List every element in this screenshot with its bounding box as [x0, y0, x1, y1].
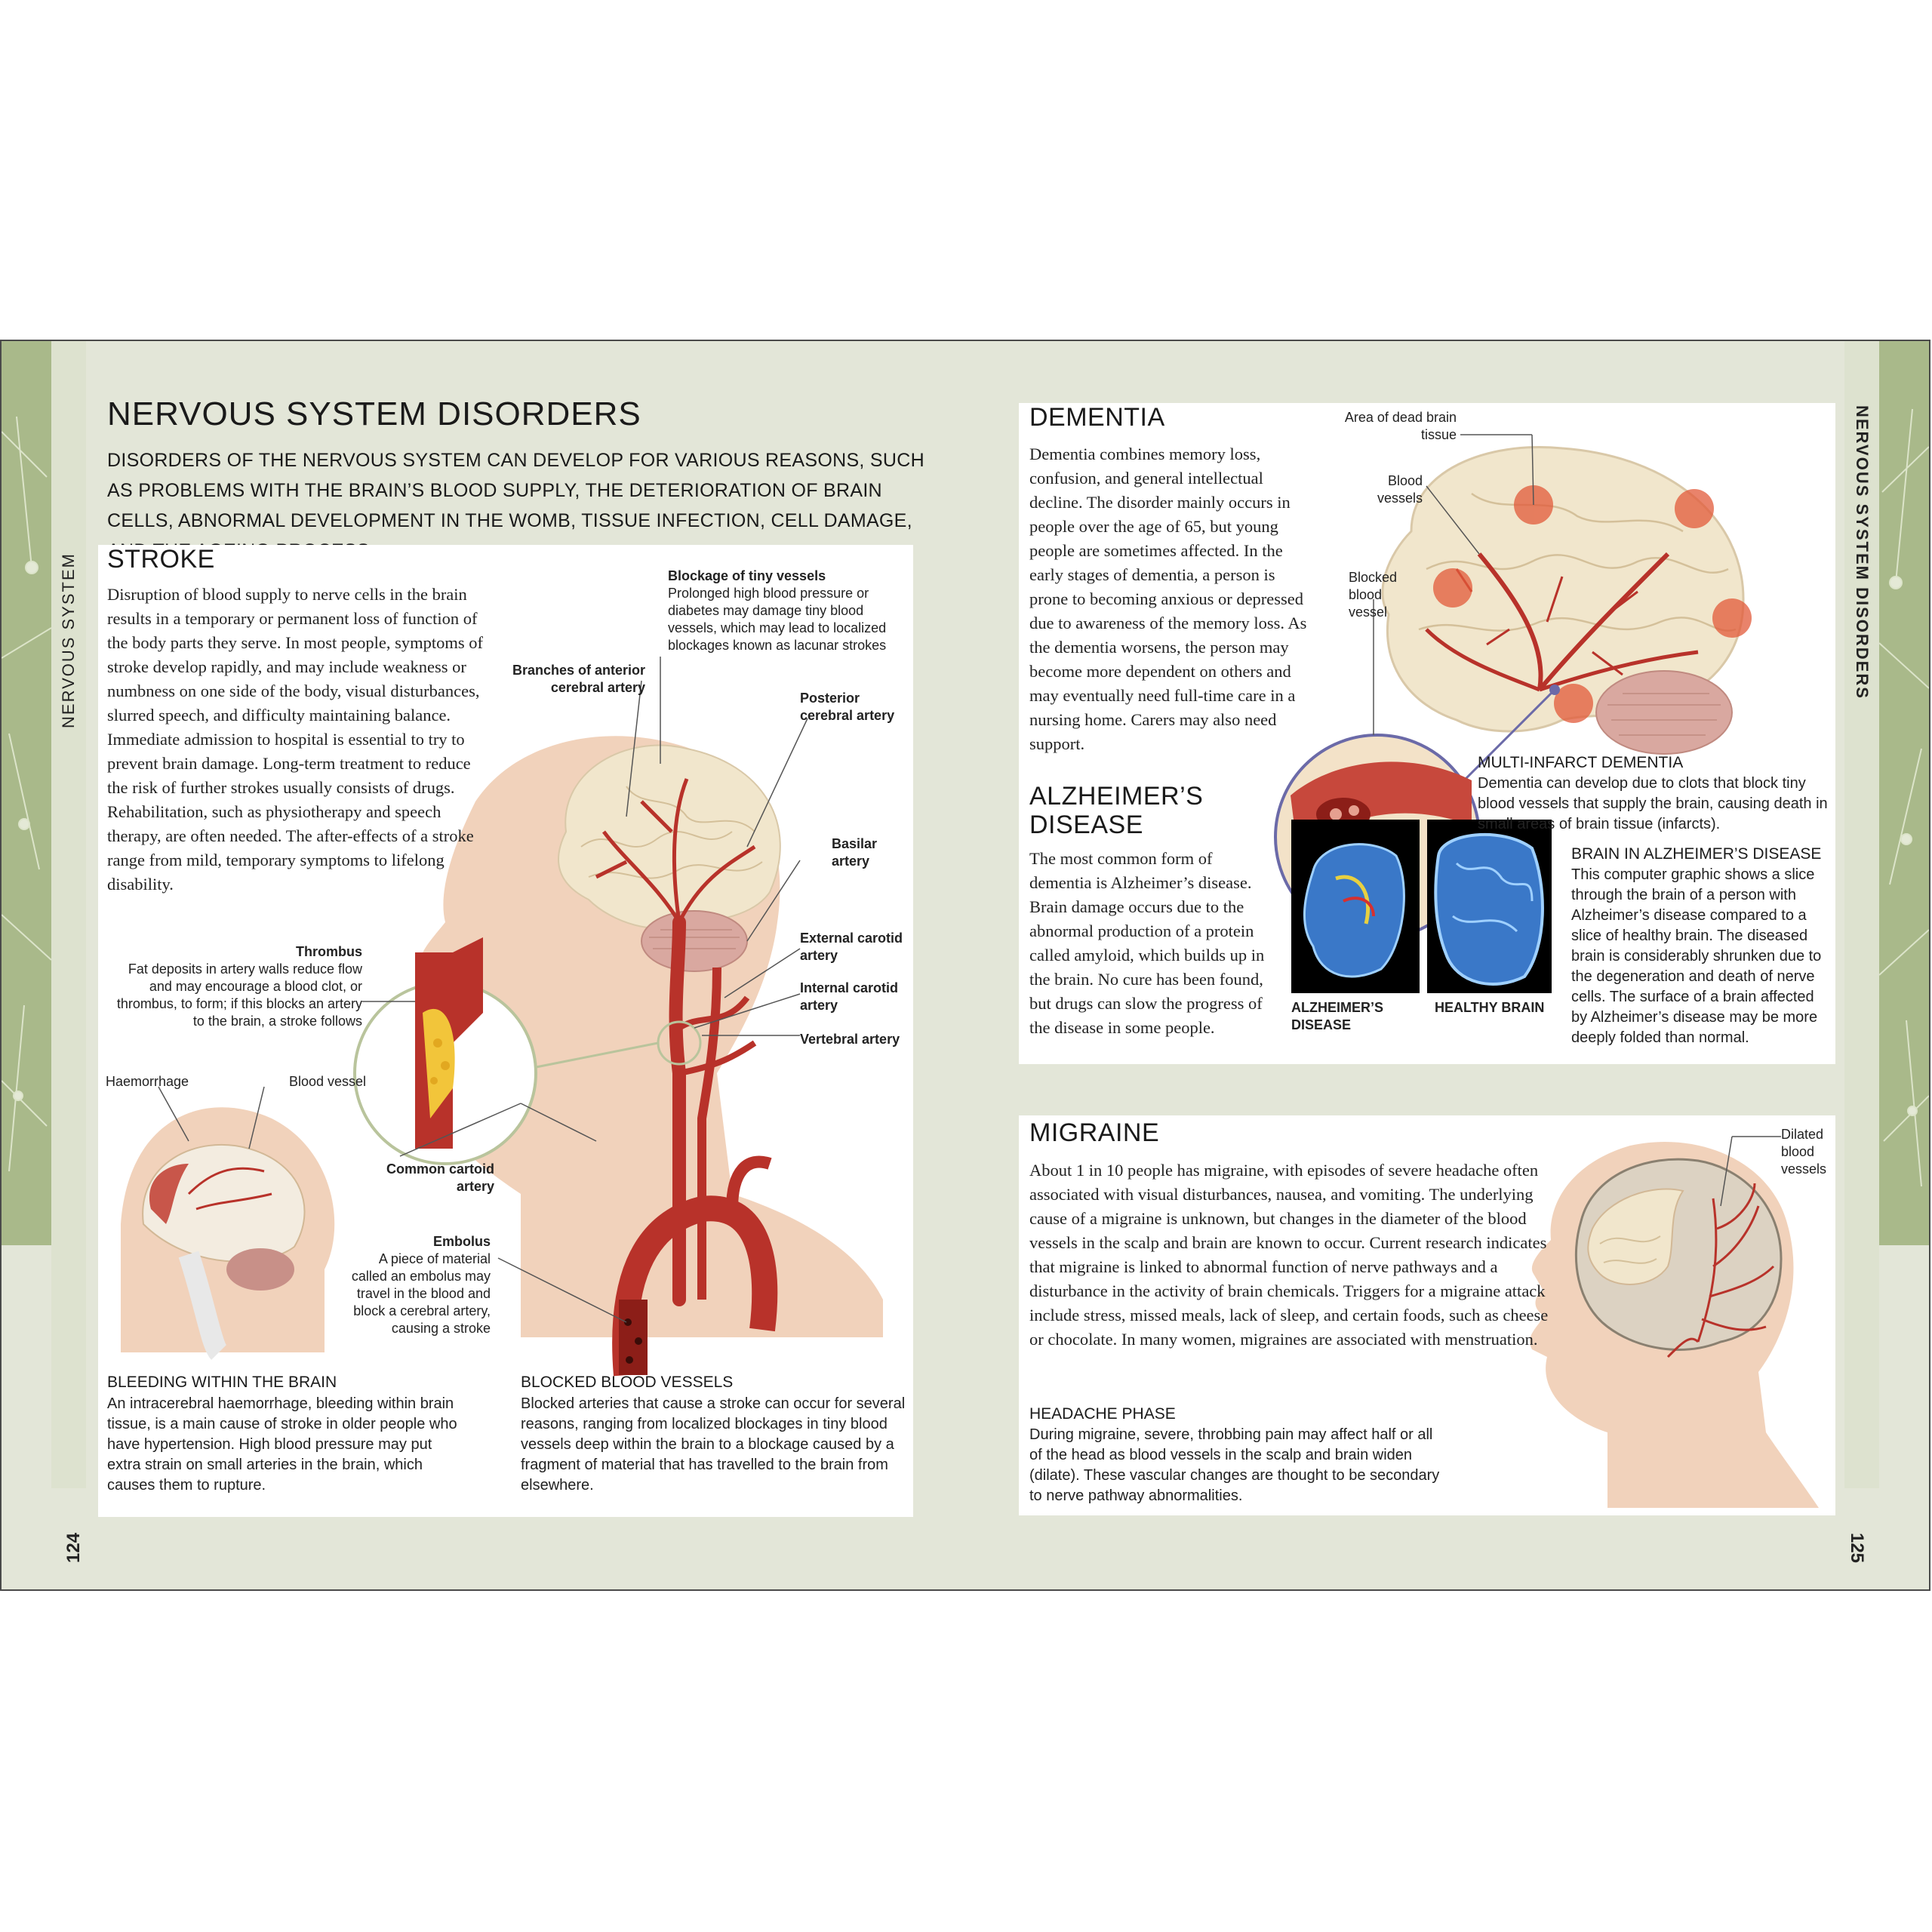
- page-number-right: 125: [1846, 1532, 1867, 1564]
- label-vertebral-artery: Vertebral artery: [800, 1032, 900, 1047]
- headache-phase-caption-text: During migraine, severe, throbbing pain …: [1029, 1426, 1440, 1504]
- label-blockage-tiny-vessels: Blockage of tiny vessels Prolonged high …: [668, 568, 909, 654]
- label-area-of-dead-brain-tissue: Area of dead brain tissue: [1344, 410, 1457, 442]
- label-external-carotid-artery: External carotid artery: [800, 931, 903, 963]
- running-head-text: NERVOUS SYSTEM: [59, 552, 78, 728]
- label-text: Fat deposits in artery walls reduce flow…: [116, 961, 362, 1029]
- label-blood-vessels: Blood vessels: [1377, 473, 1423, 506]
- label-dilated-blood-vessels: Dilated blood vessels: [1781, 1127, 1827, 1177]
- label-title: Blockage of tiny vessels: [668, 568, 826, 583]
- label-blocked-blood-vessel: Blocked blood vessel: [1349, 570, 1398, 620]
- migraine-body-text: About 1 in 10 people has migraine, with …: [1029, 1161, 1549, 1349]
- left-running-head: NERVOUS SYSTEM 124: [51, 341, 86, 1563]
- migraine-illustration: [1530, 1136, 1819, 1508]
- alzheimers-heading: ALZHEIMER’S DISEASE: [1029, 782, 1204, 839]
- page-title: NERVOUS SYSTEM DISORDERS: [107, 395, 641, 432]
- bleeding-caption-text: An intracerebral haemorrhage, bleeding w…: [107, 1395, 457, 1494]
- right-running-head: NERVOUS SYSTEM DISORDERS 125: [1844, 341, 1879, 1563]
- blocked-caption-title: BLOCKED BLOOD VESSELS: [521, 1374, 734, 1391]
- migraine-panel: MIGRAINE About 1 in 10 people has migrai…: [1019, 1115, 1835, 1515]
- migraine-heading: MIGRAINE: [1029, 1118, 1160, 1147]
- alzheimers-caption-text: This computer graphic shows a slice thro…: [1571, 866, 1822, 1046]
- stroke-illustration: [121, 657, 883, 1377]
- label-embolus: Embolus A piece of material called an em…: [340, 1233, 491, 1337]
- neuron-texture-icon: [1879, 408, 1929, 1187]
- label-haemorrhage: Haemorrhage: [106, 1074, 189, 1089]
- stroke-body-text: Disruption of blood supply to nerve cell…: [107, 585, 484, 894]
- book-spread: NERVOUS SYSTEM 124 NERVOUS SYSTEM DISORD…: [0, 340, 1930, 1591]
- headache-phase-caption-title: HEADACHE PHASE: [1029, 1405, 1176, 1423]
- left-edge-band: [2, 341, 51, 1245]
- alzheimers-caption-title: BRAIN IN ALZHEIMER’S DISEASE: [1571, 845, 1822, 863]
- label-blood-vessel: Blood vessel: [289, 1074, 367, 1089]
- label-text: A piece of material called an embolus ma…: [351, 1251, 491, 1336]
- label-alzheimers-disease-scan: ALZHEIMER’S DISEASE: [1291, 1000, 1384, 1032]
- label-posterior-cerebral-artery: Posterior cerebral artery: [800, 691, 895, 723]
- label-internal-carotid-artery: Internal carotid artery: [800, 980, 899, 1013]
- right-edge-band: [1879, 341, 1929, 1245]
- label-title: Embolus: [432, 1234, 491, 1249]
- intro-text: DISORDERS OF THE NERVOUS SYSTEM CAN DEVE…: [107, 450, 924, 561]
- label-anterior-cerebral-artery: Branches of anterior cerebral artery: [512, 663, 645, 695]
- neuron-texture-icon: [2, 416, 51, 1172]
- stroke-panel: STROKE Disruption of blood supply to ner…: [98, 545, 913, 1517]
- label-text: Prolonged high blood pressure or diabete…: [668, 586, 887, 653]
- dementia-panel: DEMENTIA Dementia combines memory loss, …: [1019, 403, 1835, 1064]
- label-thrombus: Thrombus Fat deposits in artery walls re…: [113, 943, 362, 1030]
- label-healthy-brain-scan: HEALTHY BRAIN: [1435, 1000, 1545, 1015]
- multi-infarct-caption-title: MULTI-INFARCT DEMENTIA: [1478, 754, 1684, 771]
- dementia-illustration: [1274, 434, 1752, 993]
- dementia-body-text: Dementia combines memory loss, confusion…: [1029, 445, 1307, 753]
- bleeding-caption-title: BLEEDING WITHIN THE BRAIN: [107, 1374, 337, 1391]
- running-head-text: NERVOUS SYSTEM DISORDERS: [1853, 405, 1872, 700]
- label-title: Thrombus: [296, 944, 362, 959]
- dementia-heading: DEMENTIA: [1029, 403, 1165, 432]
- label-basilar-artery: Basilar artery: [832, 836, 878, 869]
- page-number-left: 124: [63, 1532, 85, 1564]
- label-common-carotid-artery: Common cartoid artery: [386, 1161, 494, 1194]
- alzheimers-body-text: The most common form of dementia is Alzh…: [1029, 849, 1265, 1037]
- blocked-caption-text: Blocked arteries that cause a stroke can…: [521, 1395, 906, 1494]
- multi-infarct-caption-text: Dementia can develop due to clots that b…: [1478, 775, 1828, 832]
- stroke-heading: STROKE: [107, 545, 215, 574]
